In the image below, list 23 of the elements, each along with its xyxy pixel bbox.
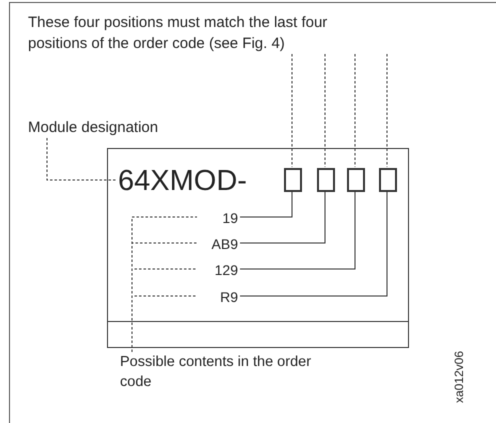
leader-line <box>240 190 326 244</box>
content-value: R9 <box>198 288 238 306</box>
module-code: 64XMOD- <box>118 164 278 198</box>
annotation-text: These four positions must match the last four positions of the order code (see Fig. 4) <box>28 12 373 54</box>
leader-line <box>324 54 326 168</box>
annotation-text: Module designation <box>28 118 188 138</box>
position-box <box>379 168 397 192</box>
content-value: AB9 <box>198 235 238 253</box>
label-plate <box>107 148 409 348</box>
leader-line <box>132 296 198 352</box>
position-box <box>347 168 365 192</box>
figure-id: xa012v06 <box>452 350 466 406</box>
content-value: 129 <box>198 261 238 279</box>
leader-line <box>46 138 118 180</box>
leader-line <box>240 190 388 296</box>
content-value: 19 <box>198 209 238 227</box>
leader-line <box>240 190 356 270</box>
leader-line <box>240 190 292 218</box>
annotation-text: Possible contents in the order code <box>120 352 338 392</box>
position-box <box>317 168 335 192</box>
leader-line <box>354 54 356 168</box>
position-box <box>284 168 302 192</box>
leader-line <box>386 54 388 168</box>
